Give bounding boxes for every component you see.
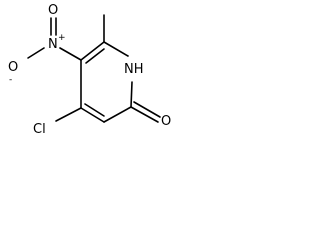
bond-c5-c6 [80, 41, 105, 61]
bond-c5-c6-inner [85, 48, 105, 64]
atom-labels: O N + O - NH O Cl [8, 3, 171, 137]
nitro-nitrogen-charge: + [58, 33, 66, 43]
bond-carbonyl-2 [133, 101, 161, 118]
nitro-oxygen-charge: - [9, 75, 12, 85]
bond-carbonyl-1 [130, 106, 159, 123]
bond-nitro-n-o-left [27, 47, 45, 59]
substituent-bonds [27, 14, 161, 123]
atom-chlorine: Cl [33, 122, 46, 137]
atom-nitro-oxygen-top: O [48, 3, 58, 18]
atom-nitro-nitrogen: N [48, 37, 58, 52]
bond-c5-nitro-n [59, 47, 82, 61]
atom-carbonyl-oxygen: O [161, 114, 171, 129]
bond-c6-n1 [103, 41, 129, 57]
bond-chlorine [55, 107, 82, 122]
pyridinone-ring [80, 41, 133, 123]
bond-n1-c2 [130, 81, 133, 108]
bond-c3-c4 [80, 107, 105, 123]
bond-c3-c4-inner [84, 103, 105, 117]
structure-diagram: O N + O - NH O Cl [8, 3, 171, 137]
atom-nitro-oxygen-left: O [8, 60, 18, 75]
atom-ring-nitrogen: NH [124, 62, 144, 77]
bond-c2-c3 [103, 106, 132, 123]
